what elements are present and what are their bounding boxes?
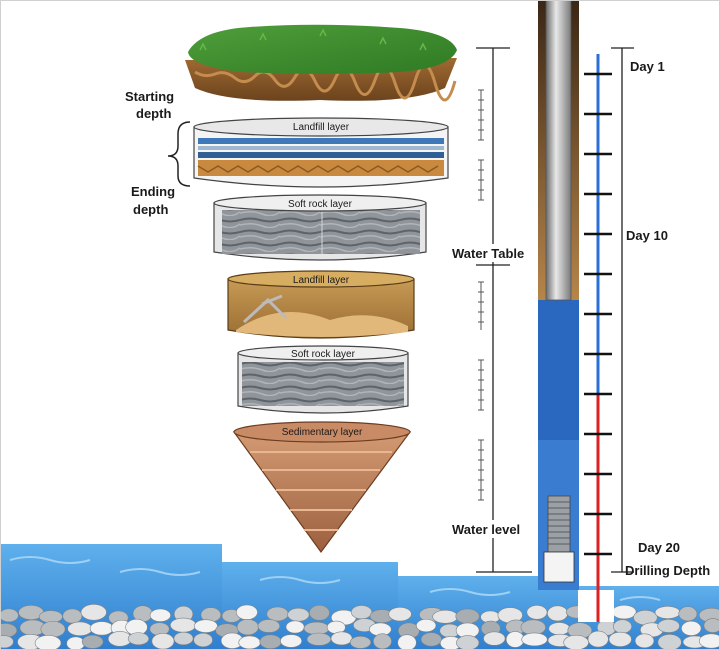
pebble	[170, 617, 197, 633]
pebble	[681, 620, 702, 636]
layer-soft-rock-2: Soft rock layer	[237, 345, 409, 414]
day-20-label: Day 20	[638, 540, 680, 555]
pebble	[373, 633, 392, 650]
pebble	[521, 632, 548, 647]
pebble	[67, 621, 93, 636]
water-level-label: Water level	[452, 522, 520, 537]
pebble	[657, 619, 680, 633]
pebble	[526, 605, 548, 620]
pebble	[698, 633, 720, 649]
pebble	[89, 621, 114, 636]
pebble	[34, 635, 62, 650]
borehole	[538, 0, 579, 590]
ending-depth-label-line2: depth	[133, 202, 168, 217]
pebble	[127, 632, 150, 646]
pebble	[38, 610, 63, 624]
layer-title: Sedimentary layer	[282, 427, 363, 438]
ending-depth-label-line1: Ending	[131, 184, 175, 199]
pebble	[149, 608, 171, 622]
pebble	[173, 631, 194, 646]
layer-landfill-2: Landfill layer	[227, 270, 415, 339]
pebble	[612, 619, 632, 634]
pebble	[238, 635, 261, 650]
drilling-depth-label: Drilling Depth	[625, 563, 710, 578]
pebble	[280, 634, 303, 648]
layer-landfill-1: Landfill layer	[193, 117, 449, 188]
pebble	[703, 618, 720, 633]
pebble	[415, 618, 437, 633]
pebble	[0, 635, 14, 649]
pebble	[235, 604, 258, 620]
pebble	[420, 632, 442, 647]
depth-brace	[167, 121, 191, 187]
pebble	[309, 604, 330, 621]
pebble	[62, 608, 83, 624]
pebble	[303, 621, 330, 635]
pebble	[287, 607, 310, 622]
pebble	[330, 631, 353, 646]
starting-depth-label-line1: Starting	[125, 89, 174, 104]
pebble	[563, 634, 589, 650]
pebble	[520, 619, 546, 636]
pebble	[349, 635, 372, 649]
pebble	[193, 619, 218, 633]
pebble	[80, 604, 107, 621]
pebble	[608, 631, 632, 647]
pebble	[306, 632, 332, 646]
layer-title: Soft rock layer	[291, 349, 356, 360]
pebble	[259, 634, 282, 649]
water-table-label: Water Table	[452, 246, 524, 261]
layer-sedimentary: Sedimentary layer	[232, 421, 412, 554]
pebble	[257, 619, 281, 633]
depth-bracket	[450, 47, 534, 573]
depth-markers	[478, 89, 484, 501]
topsoil-block	[185, 24, 457, 102]
pebble	[40, 621, 66, 638]
pebble	[350, 605, 373, 620]
pebble-bed	[0, 604, 720, 650]
layer-title: Landfill layer	[293, 122, 350, 133]
pebble	[81, 634, 104, 649]
pebble	[397, 634, 417, 650]
pebble	[151, 633, 175, 650]
pebble	[455, 608, 480, 624]
pebble	[266, 606, 289, 622]
pebble	[483, 631, 506, 646]
layer-title: Landfill layer	[293, 275, 350, 286]
pebble	[657, 634, 682, 650]
pebble	[193, 632, 213, 648]
pebble	[432, 609, 459, 624]
pebble	[0, 608, 19, 623]
pebble	[634, 633, 655, 649]
starting-depth-label-line2: depth	[136, 106, 171, 121]
pebble	[548, 622, 571, 636]
pebble	[587, 630, 609, 648]
pebble	[285, 620, 305, 634]
pebble	[236, 618, 259, 636]
layer-title: Soft rock layer	[288, 199, 353, 210]
layer-soft-rock-1: Soft rock layer	[213, 194, 427, 261]
pebble	[66, 636, 86, 650]
pebble	[388, 606, 412, 622]
day-10-label: Day 10	[626, 228, 668, 243]
day-1-label: Day 1	[630, 59, 665, 74]
pebble	[456, 635, 480, 650]
pebble	[547, 605, 569, 622]
water-body	[0, 544, 720, 650]
drilling-scale	[578, 47, 634, 622]
pebble	[654, 605, 681, 619]
pebble	[678, 606, 698, 622]
pebble	[611, 604, 637, 620]
